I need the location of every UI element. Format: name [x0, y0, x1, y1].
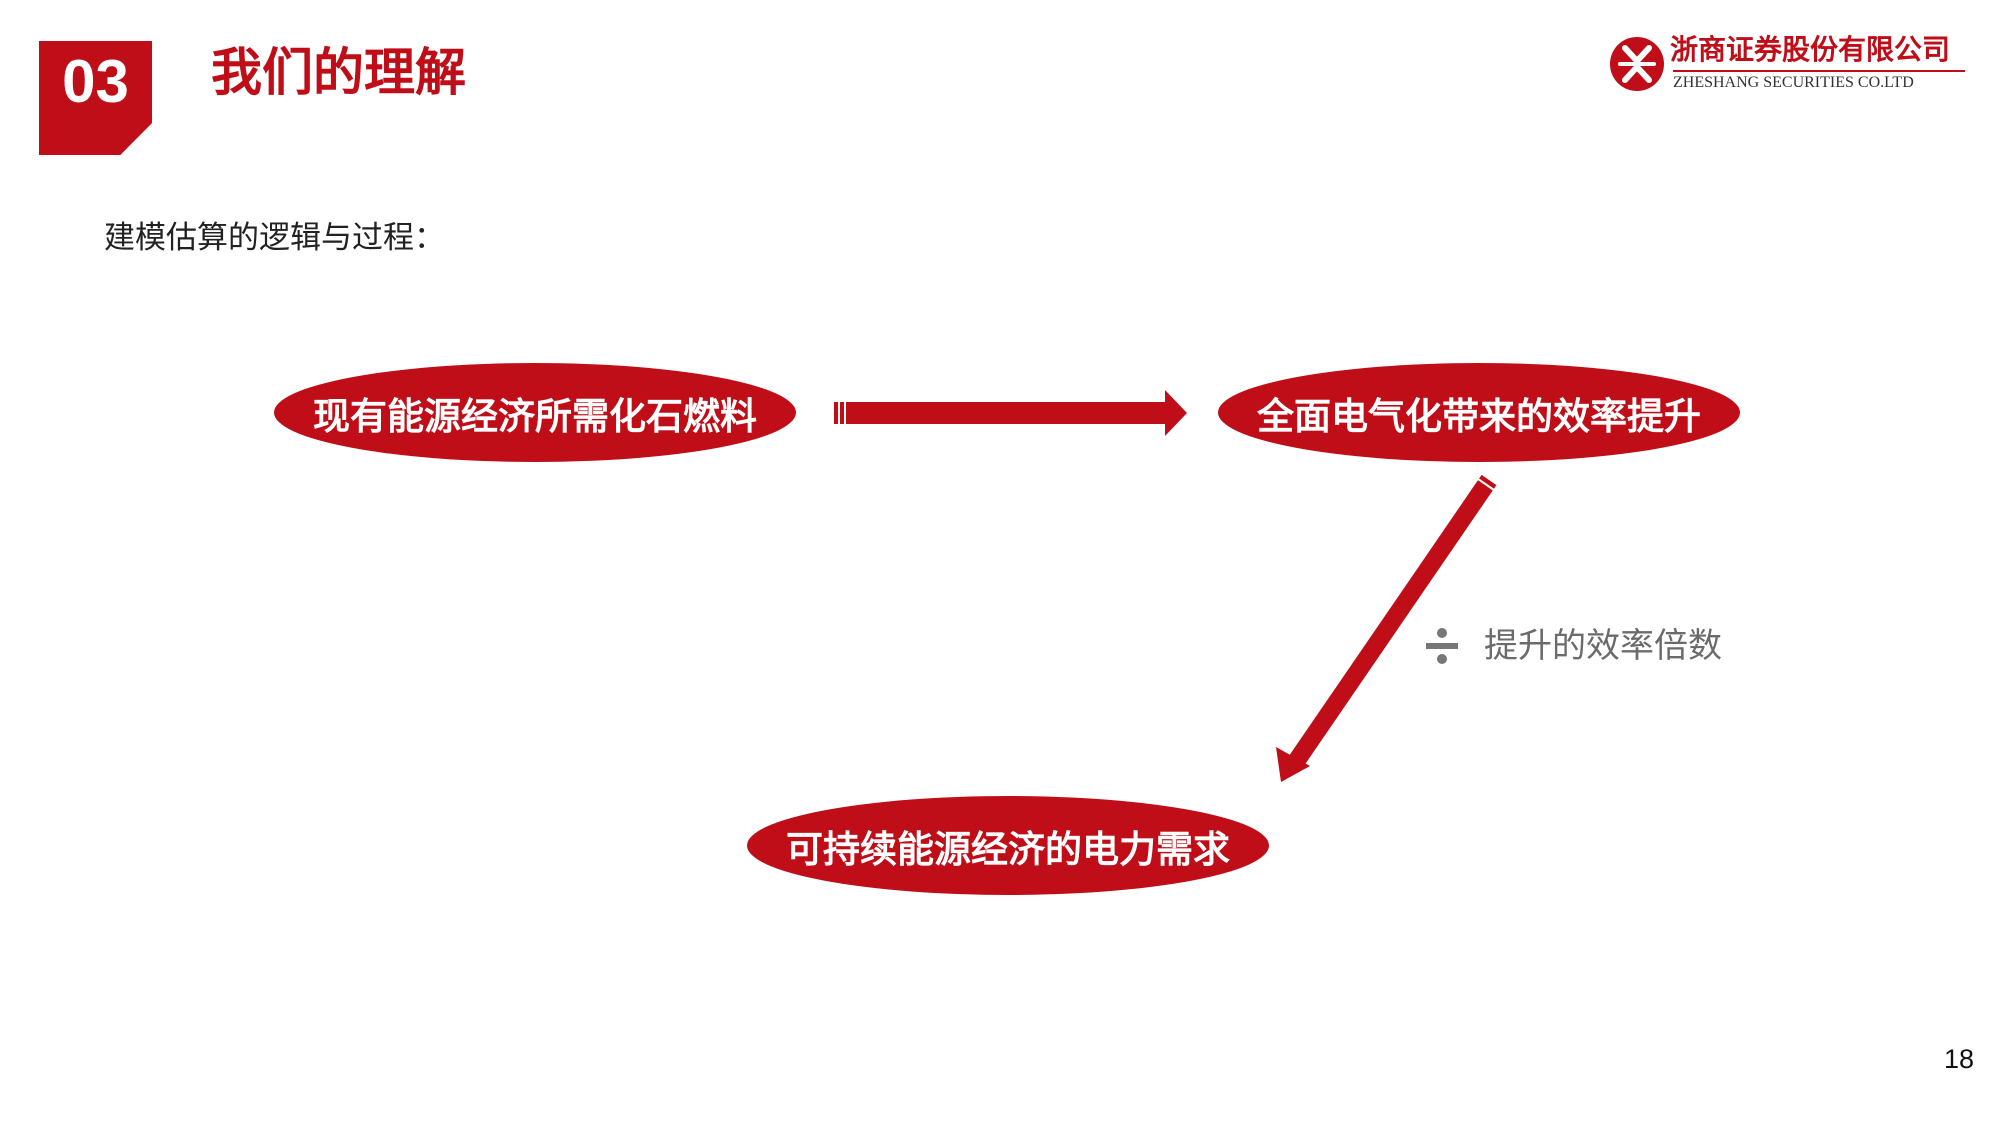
flow-node-efficiency-gain: 全面电气化带来的效率提升	[1218, 363, 1740, 462]
logo-divider	[1673, 70, 1965, 72]
divide-icon	[1426, 628, 1458, 664]
page-title: 我们的理解	[211, 44, 467, 103]
section-number: 03	[62, 48, 129, 115]
arrow-down-left	[1276, 472, 1499, 782]
section-badge	[39, 41, 152, 155]
logo-english-name: ZHESHANG SECURITIES CO.LTD	[1673, 74, 1914, 91]
flow-node-fossil-fuel: 现有能源经济所需化石燃料	[274, 363, 796, 462]
company-logo: 浙商证券股份有限公司 ZHESHANG SECURITIES CO.LTD	[1609, 30, 1969, 98]
page-number: 18	[1943, 1044, 1974, 1074]
logo-company-name: 浙商证券股份有限公司	[1670, 33, 1951, 66]
subheading: 建模估算的逻辑与过程：	[104, 220, 445, 256]
logo-emblem-icon	[1610, 37, 1664, 91]
arrow-right	[834, 390, 1187, 436]
efficiency-multiplier-label: 提升的效率倍数	[1484, 626, 1722, 666]
flow-node-power-demand: 可持续能源经济的电力需求	[747, 796, 1269, 895]
